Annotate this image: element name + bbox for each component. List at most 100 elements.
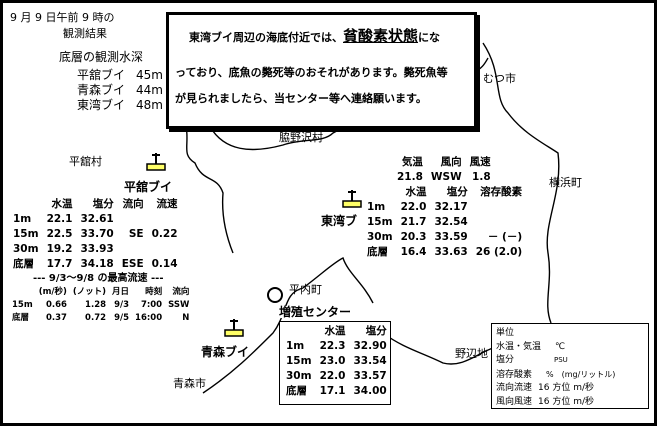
th: 水温 bbox=[405, 186, 427, 198]
table-row: 1m 22.0 32.17 bbox=[363, 200, 526, 215]
cell: 16.4 bbox=[400, 246, 427, 258]
header-line2: 観測結果 bbox=[63, 27, 107, 40]
aomori-data-box: 水温 塩分 1m 22.3 32.90 15m 23.0 33.54 30m 2… bbox=[279, 321, 391, 405]
th: 水温 bbox=[324, 325, 346, 337]
cell: 15m bbox=[13, 228, 39, 240]
cell: 22.0 bbox=[400, 201, 427, 213]
th bbox=[363, 185, 397, 200]
place-mutsu: むつ市 bbox=[483, 72, 516, 85]
depth-tairadate-name: 平舘ブイ bbox=[77, 68, 126, 82]
th: 塩分 bbox=[92, 198, 114, 210]
cell: 32.61 bbox=[80, 213, 114, 225]
aomori-table: 水温 塩分 1m 22.3 32.90 15m 23.0 33.54 30m 2… bbox=[282, 324, 391, 399]
tairadate-data: 水温 塩分 流向 流速 1m 22.1 32.61 15m 22.5 33.70… bbox=[9, 197, 193, 325]
table-row: 底層 17.1 34.00 bbox=[282, 384, 391, 399]
peninsula-coast bbox=[302, 257, 374, 304]
cell: 1m bbox=[286, 340, 305, 352]
depth-tairadate-value: 45m bbox=[136, 68, 163, 82]
units-value: ℃ bbox=[555, 341, 566, 352]
cell: 16:00 bbox=[135, 313, 163, 323]
table-row: 21.8 WSW 1.8 bbox=[393, 170, 495, 185]
th: 風速 bbox=[469, 156, 491, 168]
cell: 1m bbox=[367, 201, 386, 213]
cell: 底層 bbox=[12, 313, 30, 323]
cell: 30m bbox=[286, 370, 312, 382]
alert-line2: っており、底魚の斃死等のおそれがあります。斃死魚等 bbox=[175, 66, 448, 79]
higashi-buoy-label: 東湾ブ bbox=[321, 214, 358, 228]
east-coastline bbox=[482, 42, 560, 324]
cell: 0.66 bbox=[45, 300, 67, 310]
cell: － (－) bbox=[487, 231, 523, 243]
cell: N bbox=[182, 313, 190, 323]
th: 気温 bbox=[401, 156, 423, 168]
cell bbox=[148, 212, 182, 227]
cell: 22.3 bbox=[319, 340, 346, 352]
aomori-header-row: 水温 塩分 bbox=[282, 324, 391, 339]
units-label: 塩分 bbox=[496, 355, 515, 365]
cell: 底層 bbox=[13, 258, 34, 270]
cell bbox=[472, 215, 526, 230]
th: 流速 bbox=[156, 198, 178, 210]
cell: 30m bbox=[13, 243, 39, 255]
th: 塩分 bbox=[365, 325, 387, 337]
alert-line1-post: にな bbox=[418, 31, 441, 44]
cell: 23.0 bbox=[319, 355, 346, 367]
units-label: 流向流速 bbox=[496, 383, 533, 393]
table-row: 15m 21.7 32.54 bbox=[363, 215, 526, 230]
cell: 19.2 bbox=[46, 243, 73, 255]
table-row: 30m 20.3 33.59 － (－) bbox=[363, 230, 526, 245]
alert-line1-pre: 東湾ブイ周辺の海底付近では、 bbox=[189, 31, 343, 44]
cell: 17.1 bbox=[319, 385, 346, 397]
table-row: 1m 22.1 32.61 bbox=[9, 212, 182, 227]
cell: 22.5 bbox=[46, 228, 73, 240]
alert-box: 東湾ブイ周辺の海底付近では、貧酸素状態にな っており、底魚の斃死等のおそれがあり… bbox=[166, 12, 477, 129]
cell: 1.8 bbox=[472, 171, 491, 183]
table-row: 15m 22.5 33.70 SE 0.22 bbox=[9, 227, 182, 242]
units-label: 溶存酸素 bbox=[496, 369, 533, 380]
south-coastline-west bbox=[202, 287, 304, 394]
depth-title: 底層の観測水深 bbox=[59, 50, 144, 64]
table-row: 底層 0.37 0.72 9/5 16:00 N bbox=[9, 312, 192, 325]
cell: 15m bbox=[286, 355, 312, 367]
table-row: 底層 16.4 33.63 26 (2.0) bbox=[363, 245, 526, 260]
cell: 32.54 bbox=[434, 216, 468, 228]
cell: SSW bbox=[168, 300, 190, 310]
units-title: 単位 bbox=[496, 328, 515, 338]
aomori-buoy-label: 青森ブイ bbox=[201, 345, 250, 359]
center-label: 増殖センター bbox=[279, 305, 352, 319]
units-label: 水温・気温 bbox=[496, 341, 542, 352]
th: 時刻 bbox=[145, 287, 163, 297]
cell: 33.70 bbox=[80, 228, 114, 240]
cell: 32.90 bbox=[353, 340, 387, 352]
units-label: 風向風速 bbox=[496, 396, 533, 407]
cell: 17.7 bbox=[46, 258, 73, 270]
cell: 22.0 bbox=[319, 370, 346, 382]
tairadate-table: 水温 塩分 流向 流速 1m 22.1 32.61 15m 22.5 33.70… bbox=[9, 197, 182, 272]
alert-line3: が見られましたら、当センター等へ連絡願います。 bbox=[175, 92, 427, 105]
alert-line1: 東湾ブイ周辺の海底付近では、貧酸素状態にな bbox=[189, 29, 440, 44]
units-row: 水温・気温 ℃ bbox=[496, 341, 644, 355]
units-value: 16 方位 m/秒 bbox=[538, 383, 594, 393]
south-coastline-east bbox=[382, 332, 494, 365]
th: 塩分 bbox=[446, 186, 468, 198]
west-coastline bbox=[182, 114, 234, 254]
th: 流向 bbox=[122, 198, 144, 210]
th: (ノット) bbox=[72, 287, 107, 297]
cell: 33.54 bbox=[353, 355, 387, 367]
maxflow-title: --- 9/3～9/8 の最高流速 --- bbox=[33, 273, 164, 284]
cell: 21.7 bbox=[400, 216, 427, 228]
cell: 1m bbox=[13, 213, 32, 225]
cell bbox=[118, 242, 148, 257]
cell bbox=[148, 242, 182, 257]
th bbox=[9, 286, 36, 299]
depth-aomori-value: 44m bbox=[136, 83, 163, 97]
table-row: 15m 23.0 33.54 bbox=[282, 354, 391, 369]
cell: 22.1 bbox=[46, 213, 73, 225]
table-row: 30m 19.2 33.93 bbox=[9, 242, 182, 257]
cell: SE bbox=[128, 228, 144, 240]
cell: 20.3 bbox=[400, 231, 427, 243]
weather-header-row: 気温 風向 風速 bbox=[393, 155, 495, 170]
tairadate-buoy-label: 平舘ブイ bbox=[124, 180, 173, 194]
